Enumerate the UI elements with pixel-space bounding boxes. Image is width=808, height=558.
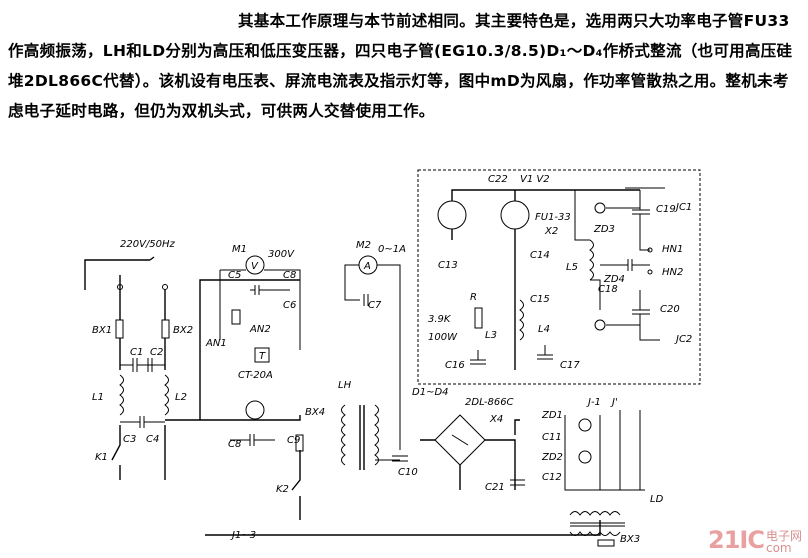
component-label: C2 (150, 347, 163, 358)
component-label: 300V (268, 249, 295, 260)
fan-motor (245, 400, 265, 420)
component-label: C8 (283, 270, 296, 281)
component-label: C7 (368, 300, 382, 311)
component-label: L5 (566, 262, 578, 273)
component-label: LD (650, 494, 664, 505)
coil-l2 (164, 374, 169, 416)
component-label: JC2 (674, 334, 692, 345)
fuse-bx2 (161, 319, 170, 339)
circuit-schematic: 220V/50Hz BX1 BX2 C1 C2 L1 L2 C3 C4 K1 V… (84, 169, 701, 547)
mains-wire (84, 256, 155, 290)
pushbutton-an2 (231, 309, 241, 325)
component-label: HN1 (662, 244, 683, 255)
component-label: C13 (438, 260, 458, 271)
watermark-cn: 电子网 com (765, 529, 802, 555)
site-watermark: 21IC 电子网 com (708, 526, 802, 554)
fuse-bx1 (115, 319, 124, 339)
component-label: J-1 (586, 397, 601, 408)
component-label: C21 (485, 482, 505, 493)
paragraph-text: 其基本工作原理与本节前述相同。其主要特色是，选用两只大功率电子管FU33作高频振… (8, 12, 793, 120)
component-label: C5 (228, 270, 241, 281)
component-label: C15 (530, 294, 550, 305)
component-label: C22 (488, 174, 508, 185)
component-label: C16 (445, 360, 465, 371)
lamp-zd4 (594, 319, 606, 331)
mains-label: 220V/50Hz (120, 239, 176, 250)
component-label: C18 (598, 284, 618, 295)
component-label: C20 (660, 304, 680, 315)
tube-v2 (500, 200, 530, 230)
component-label: ZD3 (593, 224, 615, 235)
component-label: J' (610, 397, 618, 408)
component-label: K2 (276, 484, 289, 495)
component-label: C1 (130, 347, 143, 358)
component-label: L2 (175, 392, 187, 403)
coil-l1 (119, 374, 124, 416)
component-label: BX1 (92, 325, 112, 336)
component-label: R (470, 292, 477, 303)
component-label: BX4 (305, 407, 325, 418)
coil-l4 (519, 299, 524, 341)
component-label: A (363, 261, 371, 272)
tube-v1 (437, 200, 467, 230)
component-label: V1 V2 (520, 174, 550, 185)
component-label: 2DL-866C (465, 397, 514, 408)
voltmeter-m1 (245, 255, 265, 275)
component-label: C6 (283, 300, 296, 311)
component-label: C3 (123, 434, 136, 445)
component-label: BX2 (173, 325, 193, 336)
component-label: 0~1A (378, 244, 406, 255)
component-label: M2 (356, 240, 371, 251)
component-label: AN2 (249, 324, 271, 335)
component-label: M1 (232, 244, 247, 255)
component-label: 3.9K (428, 314, 452, 325)
transformer-lh-primary (341, 404, 346, 466)
component-label: C19 (656, 204, 676, 215)
component-label: ZD2 (541, 452, 563, 463)
component-label: C10 (398, 467, 418, 478)
component-label: X2 (544, 226, 558, 237)
component-label: C12 (542, 472, 562, 483)
component-label: CT-20A (238, 370, 273, 381)
transformer-lh-secondary (374, 404, 379, 466)
coil-l5 (589, 239, 594, 281)
component-label: AN1 (205, 338, 227, 349)
component-label: X4 (489, 414, 503, 425)
component-label: C14 (530, 250, 550, 261)
component-label: C4 (146, 434, 159, 445)
component-label: 100W (428, 332, 458, 343)
component-label: K1 (95, 452, 108, 463)
transformer-ld (569, 511, 625, 536)
lamp-zd2 (578, 450, 592, 464)
component-label: L3 (485, 330, 497, 341)
lamp-zd1 (578, 418, 592, 432)
lamp-zd3 (594, 202, 606, 214)
watermark-logo: 21IC (708, 526, 765, 554)
component-label: C9 (287, 435, 300, 446)
component-label: C17 (560, 360, 580, 371)
resistor-r (474, 307, 483, 329)
component-label: FU1-33 (535, 212, 571, 223)
component-label: LH (338, 380, 352, 391)
timer-ct20a (254, 347, 270, 363)
component-label: L1 (92, 392, 104, 403)
description-paragraph: 其基本工作原理与本节前述相同。其主要特色是，选用两只大功率电子管FU33作高频振… (8, 6, 800, 126)
bridge-rectifier (434, 414, 486, 466)
component-label: C8 (228, 439, 241, 450)
component-label: D1~D4 (412, 387, 449, 398)
component-label: C11 (542, 432, 562, 443)
component-label: ZD1 (541, 410, 563, 421)
component-label: L4 (538, 324, 550, 335)
bus-line (165, 279, 301, 421)
head-enclosure (417, 169, 701, 385)
component-label: T (259, 351, 266, 362)
fuse-bx3 (597, 539, 615, 547)
component-label: JC1 (674, 202, 692, 213)
component-label: BX3 (620, 534, 640, 545)
component-label: HN2 (662, 267, 683, 278)
component-label: ZD4 (603, 274, 625, 285)
component-label: V (251, 261, 259, 272)
